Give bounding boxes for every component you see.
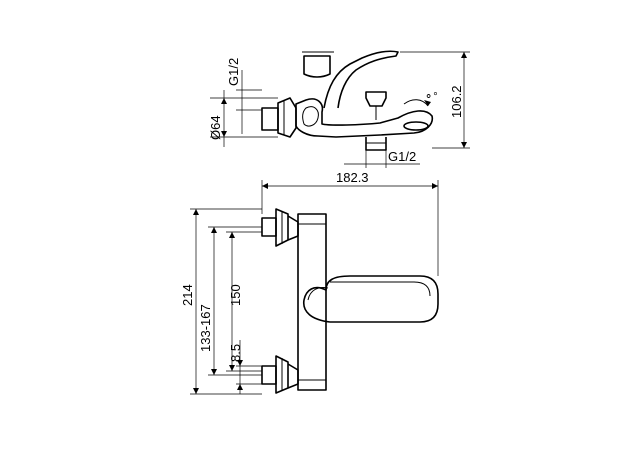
- side-body-cavity: [302, 106, 319, 127]
- small-offset-label: 8.5: [228, 344, 243, 362]
- escutcheon-diameter-label: Ø64: [208, 115, 223, 140]
- side-body: [295, 98, 434, 138]
- front-lower-stub: [261, 365, 277, 385]
- front-view-dimensions: 182.3 214 133-167 150 8.5: [180, 170, 439, 395]
- side-cartridge-cap: [303, 55, 331, 78]
- side-hex-nut: [277, 97, 297, 138]
- side-height-label: 106.2: [449, 85, 464, 118]
- front-body: [297, 213, 327, 391]
- nominal-center-distance-label: 150: [228, 284, 243, 306]
- overall-width-label: 182.3: [336, 170, 369, 185]
- side-spout-outlet: [403, 121, 429, 131]
- outlet-thread-label: G1/2: [388, 149, 416, 164]
- side-lever: [323, 50, 399, 109]
- center-distance-range-label: 133-167: [198, 304, 213, 352]
- side-diverter-knob: [365, 91, 387, 107]
- inlet-thread-label: G1/2: [226, 58, 241, 86]
- side-view: ⚬°: [261, 50, 438, 151]
- aerator-symbol: ⚬°: [424, 91, 438, 103]
- overall-height-label: 214: [180, 284, 195, 306]
- side-view-dimensions: G1/2 Ø64 106.2 G1/2: [208, 51, 470, 168]
- front-view: [261, 208, 439, 394]
- front-spout: [303, 275, 439, 323]
- side-wall-stub: [261, 107, 279, 131]
- front-upper-stub: [261, 217, 277, 237]
